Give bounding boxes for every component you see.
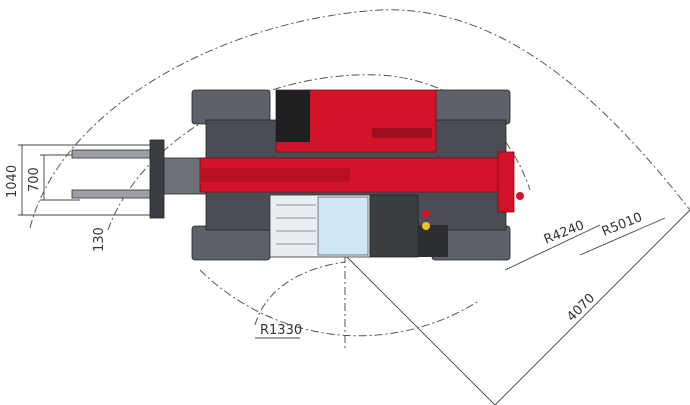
- fork-lower: [71, 189, 155, 199]
- indicator-amber: [422, 222, 430, 230]
- front-left-wheel: [191, 89, 271, 125]
- label-130: 130: [92, 227, 107, 252]
- engine-cover-vent: [276, 90, 310, 142]
- fuel-tank: [369, 194, 419, 258]
- aisle-line-left: [344, 254, 496, 405]
- radius-ray-large: [579, 217, 666, 256]
- label-r5010: R5010: [600, 210, 645, 240]
- fork-upper: [71, 149, 155, 159]
- rear-module: [418, 225, 448, 257]
- rear-left-wheel: [431, 89, 511, 125]
- outer-swing-arc: [29, 9, 690, 229]
- cab-glass: [317, 196, 369, 256]
- engine-cover-stripe: [372, 128, 432, 138]
- tow-hitch: [516, 192, 524, 200]
- indicator-red: [422, 210, 430, 218]
- fork-carriage: [149, 139, 165, 219]
- label-4070: 4070: [564, 291, 598, 325]
- rear-swing-arc: [199, 269, 481, 337]
- boom-head: [497, 151, 515, 213]
- label-700: 700: [27, 167, 42, 192]
- label-r4240: R4240: [542, 218, 587, 248]
- front-right-wheel: [191, 225, 271, 261]
- aisle-line-right: [494, 209, 690, 405]
- radius-ray-small: [504, 224, 601, 271]
- boom-inner: [200, 168, 350, 182]
- label-r1330: R1330: [260, 323, 302, 338]
- inner-radius-arc: [254, 261, 346, 326]
- label-1040: 1040: [5, 165, 20, 198]
